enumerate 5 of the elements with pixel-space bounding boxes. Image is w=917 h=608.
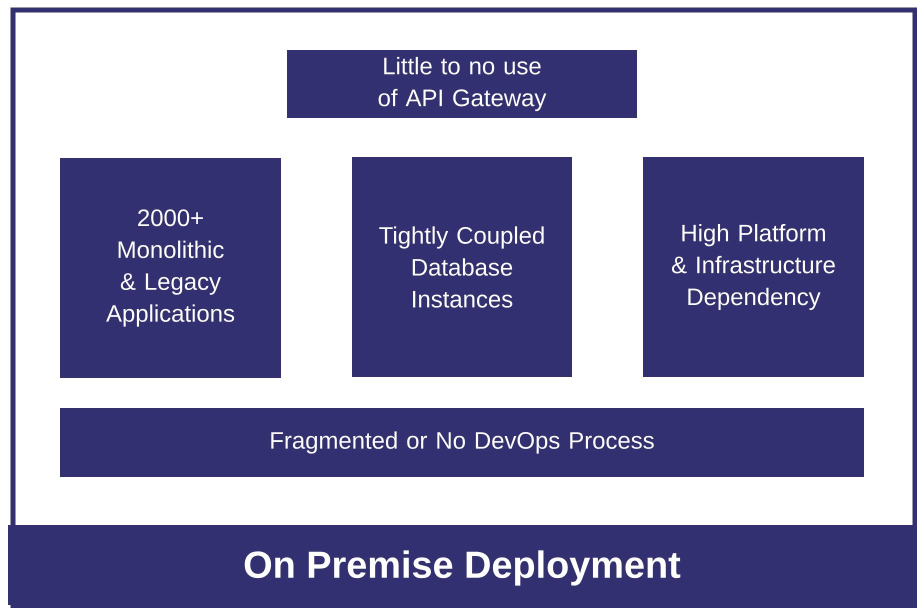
text-box: 2000+ Monolithic & Legacy Applications — [60, 158, 281, 378]
text-box: Fragmented or No DevOps Process — [60, 408, 864, 477]
text-box: High Platform & Infrastructure Dependency — [643, 156, 864, 377]
text-box: Tightly Coupled Database Instances — [352, 156, 572, 377]
text-box: Little to no use of API Gateway — [287, 50, 637, 118]
